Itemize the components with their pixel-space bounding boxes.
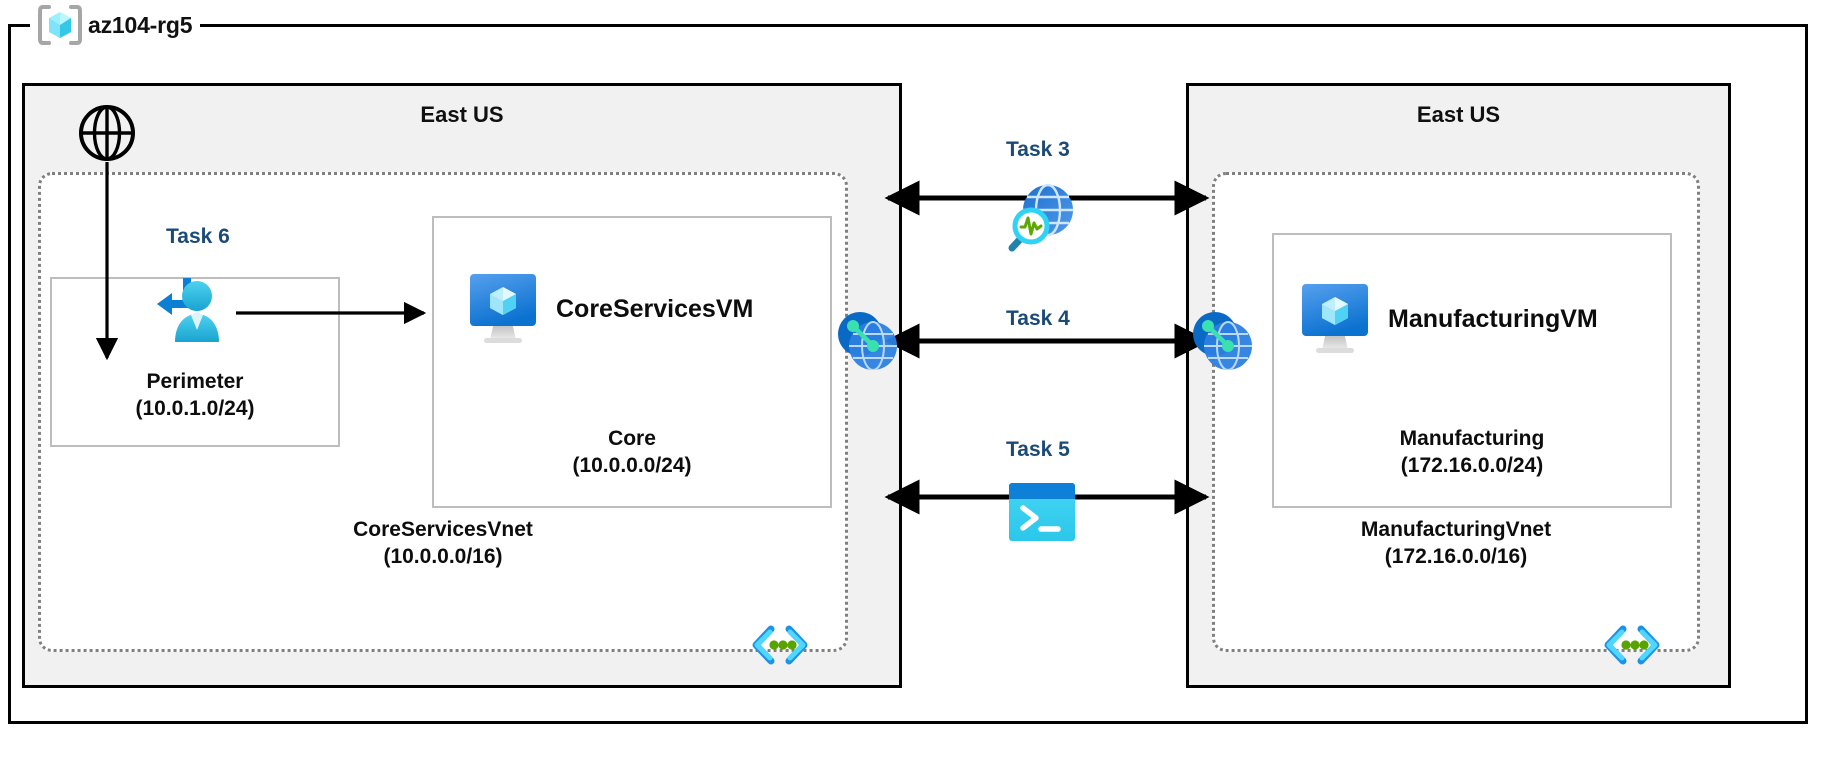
- subnet-name-core: Core: [608, 427, 656, 451]
- vnet-name-manufacturing: ManufacturingVnet: [1360, 518, 1552, 542]
- region-label-right: East US: [1416, 102, 1501, 127]
- vnet-label-manufacturing: ManufacturingVnet (172.16.0.0/16): [1215, 517, 1697, 571]
- subnet-cidr-perimeter: (10.0.1.0/24): [135, 397, 255, 421]
- cloud-shell-icon: [1008, 482, 1076, 542]
- resource-group-title: az104-rg5: [30, 5, 201, 45]
- vnet-peering-icon: [835, 308, 899, 371]
- subnet-cidr-core: (10.0.0.0/24): [572, 454, 692, 478]
- vnet-cidr-core: (10.0.0.0/16): [383, 545, 503, 569]
- resource-group-icon: [38, 5, 82, 45]
- vm-name-manufacturing: ManufacturingVM: [1388, 304, 1598, 333]
- vnet-cidr-manufacturing: (172.16.0.0/16): [1384, 545, 1528, 569]
- subnet-name-manufacturing: Manufacturing: [1399, 427, 1545, 451]
- region-label-left: East US: [420, 102, 504, 127]
- task-label-5: Task 5: [1006, 438, 1070, 461]
- subnet-caption-manufacturing: Manufacturing (172.16.0.0/24): [1274, 426, 1670, 480]
- virtual-network-icon: [749, 623, 811, 667]
- task-label-6: Task 6: [166, 225, 230, 248]
- vnet-label-core: CoreServicesVnet (10.0.0.0/16): [41, 517, 845, 571]
- virtual-network-icon: [1601, 623, 1663, 667]
- vnet-peering-icon: [1190, 308, 1254, 371]
- task-label-3: Task 3: [1006, 138, 1070, 161]
- resource-group-frame: [8, 24, 1808, 724]
- subnet-caption-core: Core (10.0.0.0/24): [434, 426, 830, 480]
- network-watcher-icon: [1000, 180, 1080, 252]
- virtual-machine-icon: [468, 272, 538, 346]
- bastion-user-icon: [150, 272, 226, 348]
- subnet-cidr-manufacturing: (172.16.0.0/24): [1400, 454, 1544, 478]
- vm-manufacturing: ManufacturingVM: [1300, 282, 1598, 356]
- task-label-4: Task 4: [1006, 307, 1070, 330]
- subnet-name-perimeter: Perimeter: [146, 370, 244, 394]
- globe-icon: [78, 104, 136, 162]
- subnet-caption-perimeter: Perimeter (10.0.1.0/24): [52, 369, 338, 423]
- resource-group-name: az104-rg5: [88, 11, 193, 38]
- subnet-box-manufacturing: Manufacturing (172.16.0.0/24): [1272, 233, 1672, 508]
- virtual-machine-icon: [1300, 282, 1370, 356]
- vnet-name-core: CoreServicesVnet: [353, 518, 533, 542]
- subnet-box-core: Core (10.0.0.0/24): [432, 216, 832, 508]
- vm-core: CoreServicesVM: [468, 272, 753, 346]
- vm-name-core: CoreServicesVM: [556, 294, 754, 323]
